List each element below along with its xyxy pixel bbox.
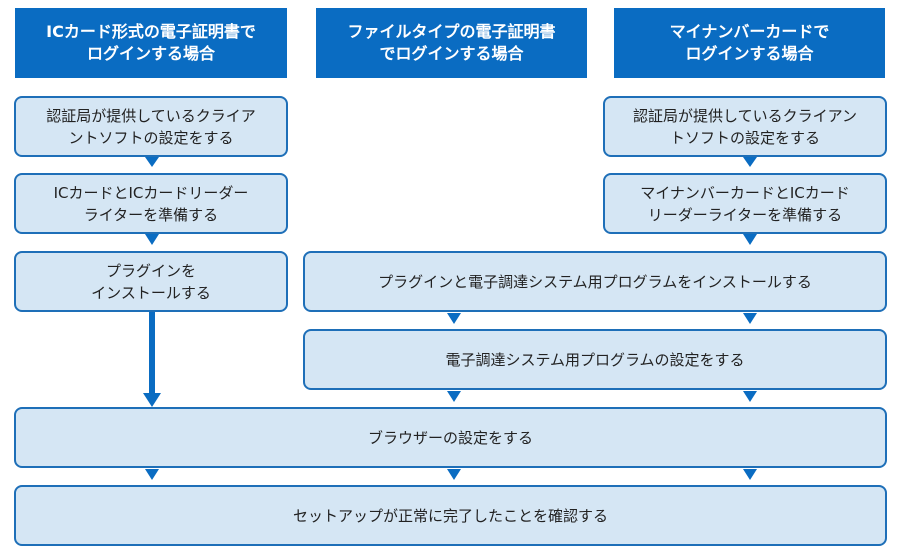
arrow-left-long-head (143, 393, 161, 407)
step-right-prepare-reader-line-2: リーダーライターを準備する (647, 205, 843, 224)
step-right-prepare-reader: マイナンバーカードとICカード リーダーライターを準備する (603, 173, 887, 234)
arrow-right-3 (743, 313, 757, 324)
arrow-right-4 (743, 391, 757, 402)
step-confirm-setup-label: セットアップが正常に完了したことを確認する (292, 506, 608, 525)
header-file-type-line-2: でログインする場合 (379, 44, 524, 63)
step-right-client-software: 認証局が提供しているクライアン トソフトの設定をする (603, 96, 887, 157)
step-left-install-plugin-line-1: プラグインを (105, 261, 196, 280)
step-left-prepare-reader-line-1: ICカードとICカードリーダー (53, 183, 249, 202)
step-confirm-setup: セットアップが正常に完了したことを確認する (14, 485, 887, 546)
header-ic-card: ICカード形式の電子証明書で ログインする場合 (15, 8, 287, 78)
step-right-prepare-reader-line-1: マイナンバーカードとICカード (640, 183, 850, 202)
step-configure-browser: ブラウザーの設定をする (14, 407, 887, 468)
arrow-left-2 (145, 234, 159, 245)
step-configure-browser-label: ブラウザーの設定をする (367, 428, 533, 447)
arrow-left-long-shaft (149, 312, 155, 394)
arrow-left-1 (145, 157, 159, 167)
arrow-mid-1 (447, 313, 461, 324)
step-left-client-software: 認証局が提供しているクライア ントソフトの設定をする (14, 96, 288, 157)
header-my-number-line-2: ログインする場合 (685, 44, 814, 63)
step-right-client-software-line-2: トソフトの設定をする (669, 128, 820, 147)
header-ic-card-line-1: ICカード形式の電子証明書で (46, 22, 256, 41)
arrow-bottom-left (145, 469, 159, 480)
step-right-client-software-line-1: 認証局が提供しているクライアン (633, 106, 857, 125)
step-install-plugin-and-program: プラグインと電子調達システム用プログラムをインストールする (303, 251, 887, 312)
header-ic-card-line-2: ログインする場合 (86, 44, 215, 63)
header-my-number-line-1: マイナンバーカードで (669, 22, 830, 41)
arrow-right-2 (743, 234, 757, 245)
step-configure-program-label: 電子調達システム用プログラムの設定をする (445, 350, 745, 369)
arrow-bottom-mid (447, 469, 461, 480)
header-file-type: ファイルタイプの電子証明書 でログインする場合 (316, 8, 587, 78)
header-file-type-line-1: ファイルタイプの電子証明書 (347, 22, 556, 41)
step-left-install-plugin-line-2: インストールする (91, 283, 211, 302)
step-left-prepare-reader-line-2: ライターを準備する (83, 205, 219, 224)
arrow-bottom-right (743, 469, 757, 480)
step-left-prepare-reader: ICカードとICカードリーダー ライターを準備する (14, 173, 288, 234)
step-install-plugin-and-program-label: プラグインと電子調達システム用プログラムをインストールする (378, 272, 812, 291)
step-left-install-plugin: プラグインを インストールする (14, 251, 288, 312)
header-my-number: マイナンバーカードで ログインする場合 (614, 8, 885, 78)
arrow-right-1 (743, 157, 757, 167)
step-configure-program: 電子調達システム用プログラムの設定をする (303, 329, 887, 390)
step-left-client-software-line-1: 認証局が提供しているクライア (46, 106, 256, 125)
arrow-mid-2 (447, 391, 461, 402)
step-left-client-software-line-2: ントソフトの設定をする (68, 128, 234, 147)
